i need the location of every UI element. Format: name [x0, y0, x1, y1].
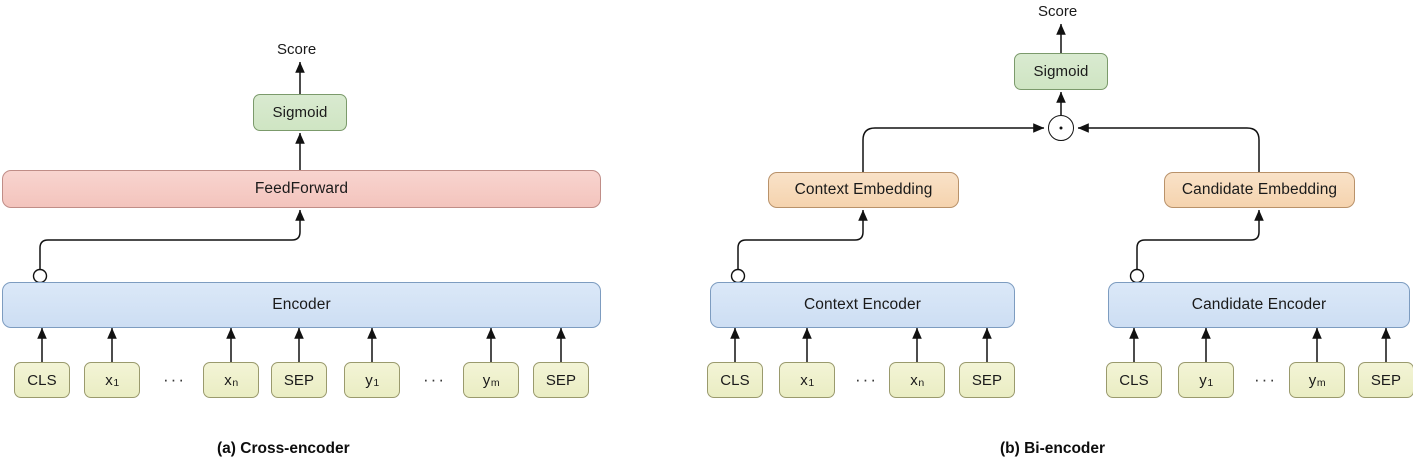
token-box-cls-candidate[interactable]: CLS: [1106, 362, 1162, 398]
token-text: SEP: [545, 371, 577, 389]
token-ellipsis-candidate: ···: [1254, 370, 1277, 389]
token-text: x: [105, 371, 113, 389]
cls-tap-circle-context: [730, 268, 746, 284]
candidate-encoder-node[interactable]: Candidate Encoder: [1108, 282, 1410, 328]
caption-panel-a: (a) Cross-encoder: [217, 440, 350, 457]
sigmoid-node-a[interactable]: Sigmoid: [253, 94, 347, 131]
token-text: CLS: [27, 371, 57, 389]
token-subscript: m: [1316, 377, 1326, 389]
token-text: y: [365, 371, 373, 389]
token-text: y: [1308, 371, 1317, 389]
dot-product-node: [1048, 115, 1074, 141]
token-text: CLS: [1119, 371, 1149, 389]
cls-tap-circle-a: [32, 268, 48, 284]
token-ellipsis-a-2: ···: [423, 370, 446, 389]
token-subscript: 1: [808, 377, 815, 389]
sigmoid-node-b[interactable]: Sigmoid: [1014, 53, 1108, 90]
token-text: x: [800, 371, 808, 389]
token-ellipsis-a-1: ···: [163, 370, 186, 389]
token-text: x: [910, 371, 918, 389]
score-label-b: Score: [1038, 3, 1078, 20]
token-box-sep-candidate[interactable]: SEP: [1358, 362, 1413, 398]
token-ellipsis-context: ···: [855, 370, 878, 389]
caption-panel-b: (b) Bi-encoder: [1000, 440, 1106, 457]
token-subscript: 1: [373, 377, 380, 389]
score-label-a: Score: [277, 41, 317, 58]
token-subscript: n: [232, 377, 239, 389]
token-box-cls-a[interactable]: CLS: [14, 362, 70, 398]
token-text: x: [224, 371, 232, 389]
feedforward-node[interactable]: FeedForward: [2, 170, 601, 208]
token-text: y: [1199, 371, 1207, 389]
token-text: SEP: [971, 371, 1003, 389]
token-text: SEP: [283, 371, 315, 389]
token-box-sep-a-2[interactable]: SEP: [533, 362, 589, 398]
token-subscript: n: [918, 377, 925, 389]
cls-tap-circle-candidate: [1129, 268, 1145, 284]
token-text: SEP: [1370, 371, 1402, 389]
token-box-cls-context[interactable]: CLS: [707, 362, 763, 398]
encoder-node-a[interactable]: Encoder: [2, 282, 601, 328]
token-box-sep-context[interactable]: SEP: [959, 362, 1015, 398]
candidate-embedding-node[interactable]: Candidate Embedding: [1164, 172, 1355, 208]
context-embedding-node[interactable]: Context Embedding: [768, 172, 959, 208]
token-box-sep-a-1[interactable]: SEP: [271, 362, 327, 398]
token-subscript: m: [490, 377, 500, 389]
context-encoder-node[interactable]: Context Encoder: [710, 282, 1015, 328]
token-subscript: 1: [113, 377, 120, 389]
token-text: CLS: [720, 371, 750, 389]
token-subscript: 1: [1207, 377, 1214, 389]
token-text: y: [482, 371, 491, 389]
